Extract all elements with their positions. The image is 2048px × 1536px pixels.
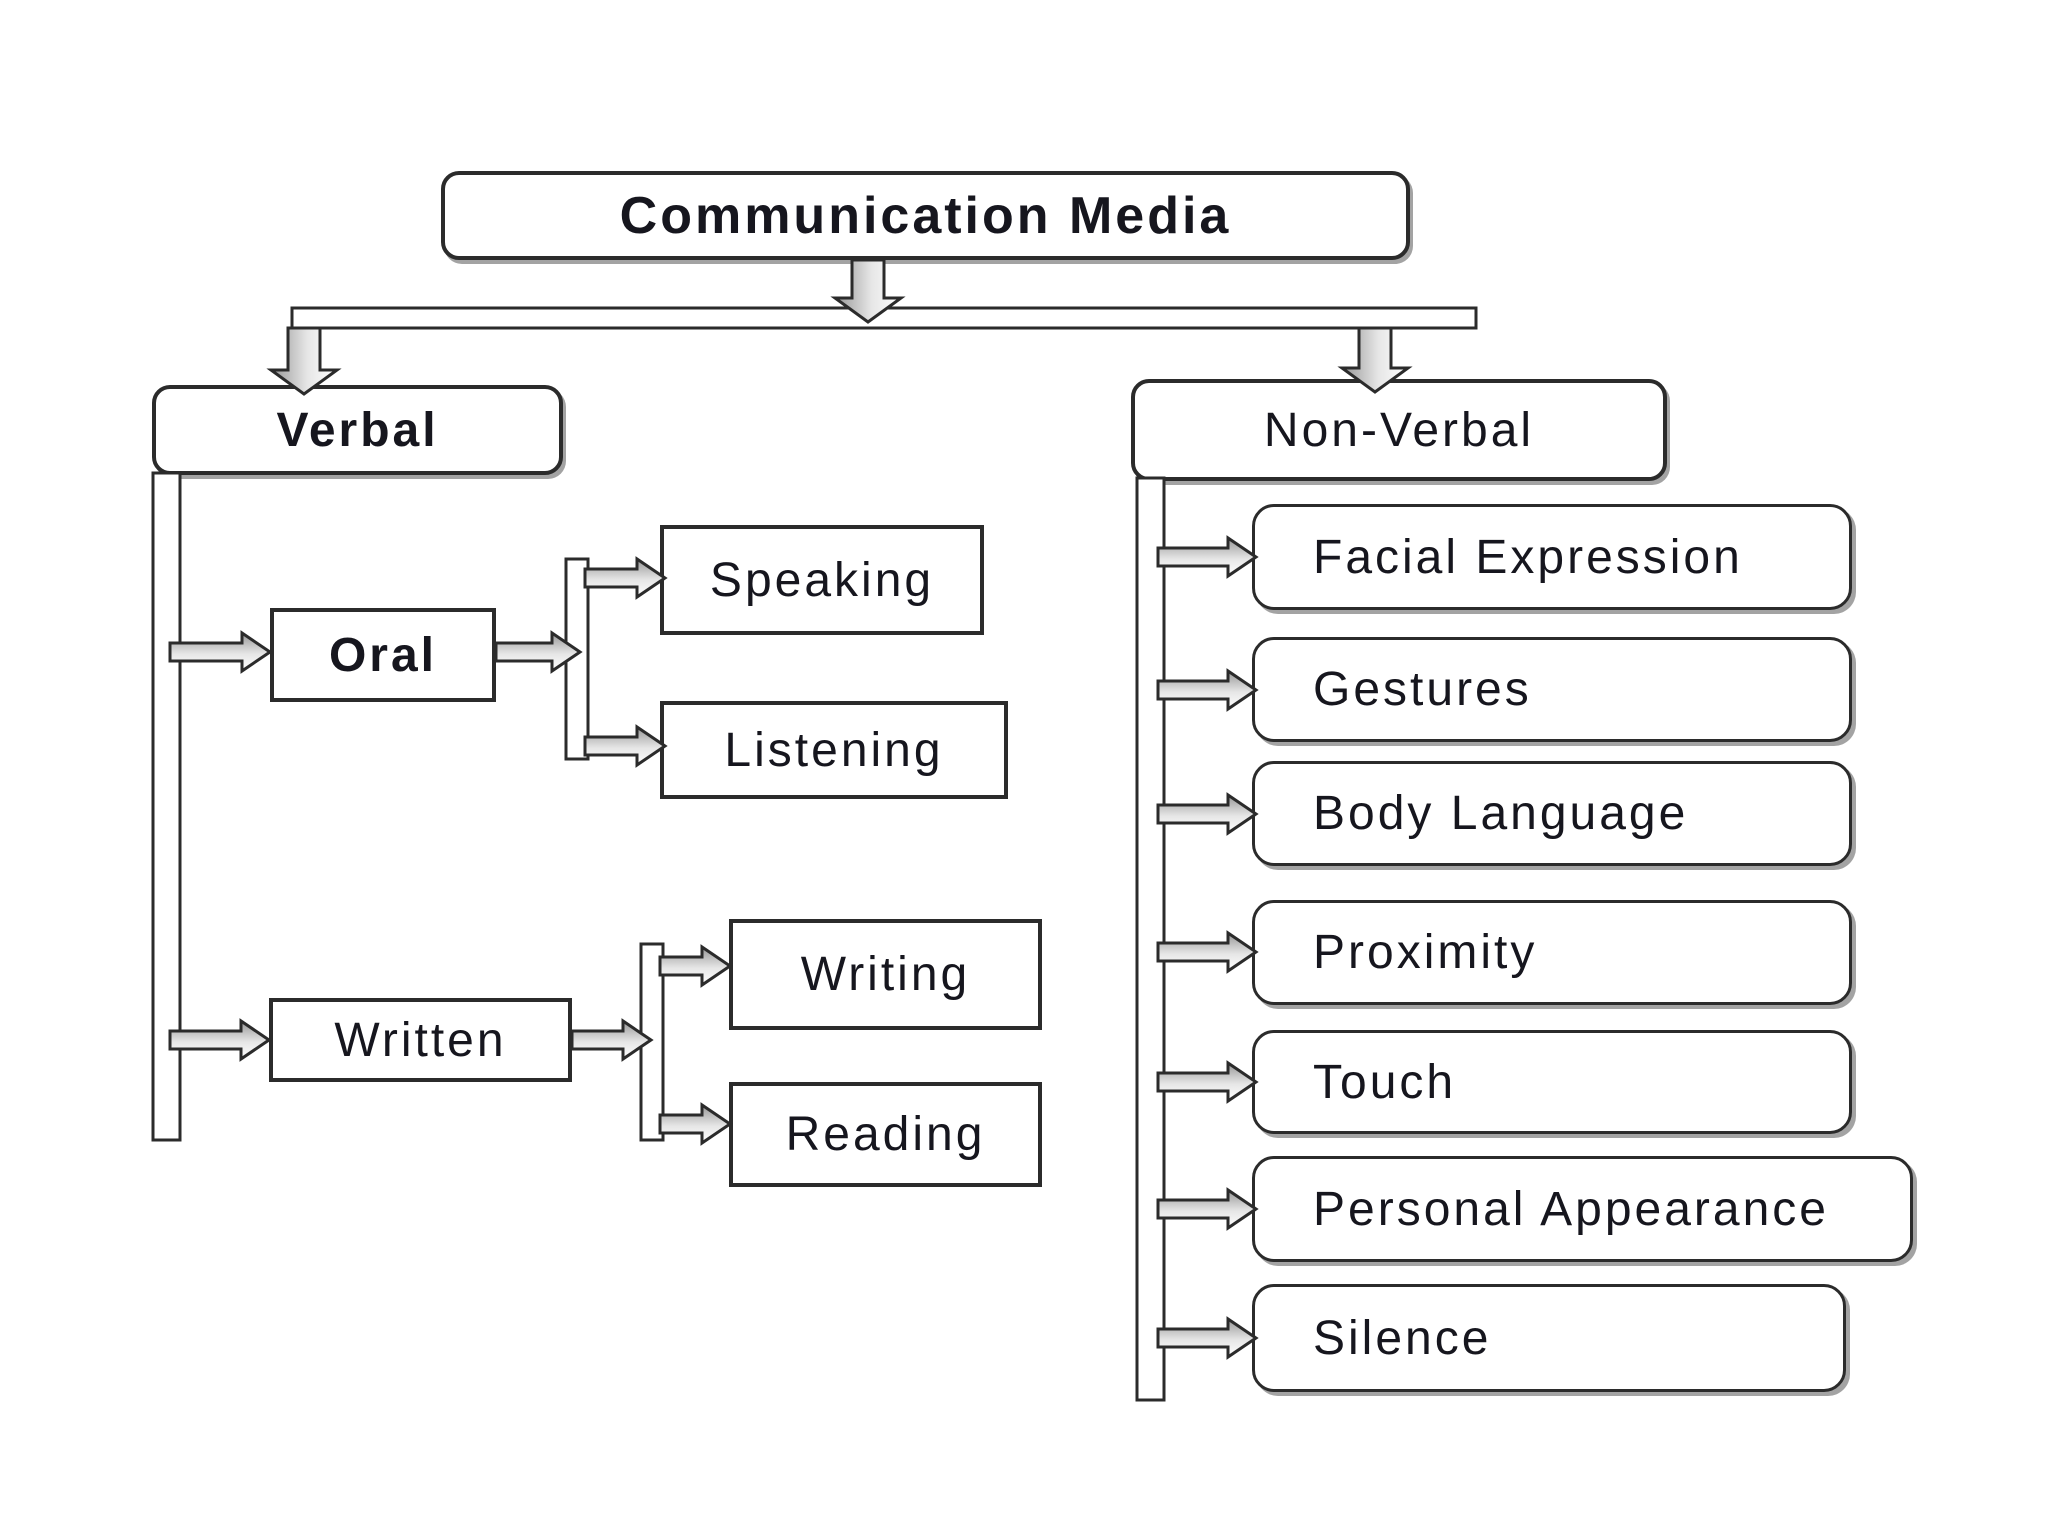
node-communication-media: Communication Media <box>441 171 1410 260</box>
right-arrow-to-writing <box>658 944 733 988</box>
item-proximity: Proximity <box>1252 900 1852 1005</box>
right-arrow-written-to-split <box>570 1018 654 1062</box>
node-written: Written <box>269 998 572 1082</box>
oral-split-bar <box>564 557 590 761</box>
item-silence-label: Silence <box>1313 1311 1492 1365</box>
node-communication-media-label: Communication Media <box>619 186 1232 245</box>
item-personal-appearance: Personal Appearance <box>1252 1156 1913 1262</box>
right-arrow-to-silence <box>1156 1316 1259 1360</box>
right-arrow-to-proximity <box>1156 930 1259 974</box>
nonverbal-trunk-bar <box>1135 476 1166 1402</box>
item-facial-expression: Facial Expression <box>1252 504 1852 610</box>
node-written-label: Written <box>334 1013 507 1067</box>
right-arrow-oral-to-split <box>494 630 583 674</box>
item-touch-label: Touch <box>1313 1055 1457 1109</box>
node-writing-label: Writing <box>800 948 971 1001</box>
written-split-bar <box>639 942 665 1142</box>
item-body-language: Body Language <box>1252 761 1852 866</box>
item-proximity-label: Proximity <box>1313 926 1538 979</box>
node-oral-label: Oral <box>328 628 438 682</box>
right-arrow-to-gestures <box>1156 668 1259 712</box>
right-arrow-to-body-language <box>1156 792 1259 836</box>
node-verbal: Verbal <box>152 385 563 475</box>
node-verbal-label: Verbal <box>276 403 439 457</box>
node-oral: Oral <box>270 608 496 702</box>
item-body-language-label: Body Language <box>1313 787 1689 840</box>
right-arrow-to-personal-appearance <box>1156 1187 1259 1231</box>
node-speaking-label: Speaking <box>709 553 935 607</box>
node-non-verbal-label: Non-Verbal <box>1263 403 1535 457</box>
node-listening: Listening <box>660 701 1008 799</box>
right-arrow-to-listening <box>583 724 668 768</box>
right-arrow-to-reading <box>658 1102 733 1146</box>
right-arrow-to-written <box>168 1018 272 1062</box>
item-silence: Silence <box>1252 1284 1846 1392</box>
item-gestures: Gestures <box>1252 637 1852 742</box>
right-arrow-to-facial-expression <box>1156 535 1259 579</box>
item-personal-appearance-label: Personal Appearance <box>1313 1182 1829 1236</box>
item-gestures-label: Gestures <box>1313 663 1532 716</box>
verbal-trunk-bar <box>151 471 182 1142</box>
item-touch: Touch <box>1252 1030 1852 1134</box>
node-writing: Writing <box>729 919 1042 1030</box>
down-arrow-root-to-bar <box>830 258 906 324</box>
right-arrow-to-oral <box>168 630 273 674</box>
node-reading: Reading <box>729 1082 1042 1187</box>
node-listening-label: Listening <box>724 723 944 777</box>
node-reading-label: Reading <box>785 1108 986 1161</box>
node-speaking: Speaking <box>660 525 984 635</box>
horizontal-distribution-bar <box>290 306 1478 330</box>
right-arrow-to-speaking <box>583 556 668 600</box>
right-arrow-to-touch <box>1156 1060 1259 1104</box>
item-facial-expression-label: Facial Expression <box>1313 530 1743 584</box>
node-non-verbal: Non-Verbal <box>1131 379 1667 481</box>
